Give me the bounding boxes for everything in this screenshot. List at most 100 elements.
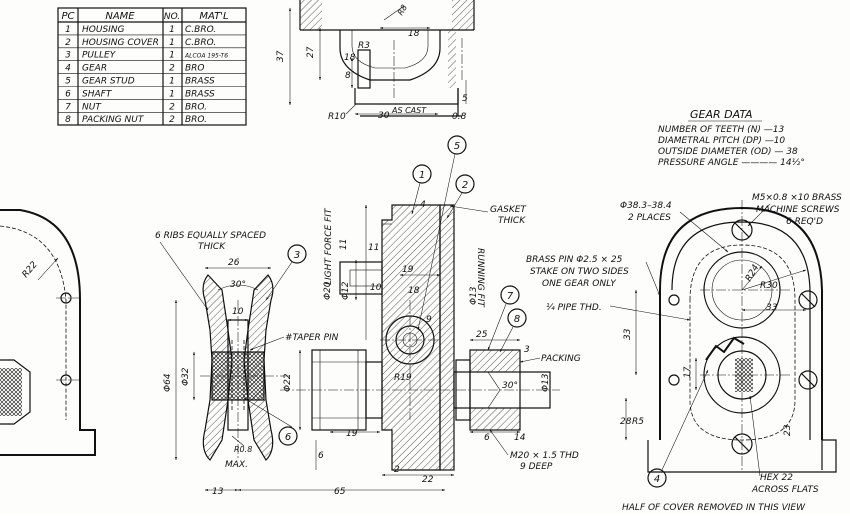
note-gasket-thick: THICK <box>498 216 526 226</box>
table-cell-matl: BRO. <box>185 115 207 125</box>
dim-phi13c: Φ13 <box>541 373 551 392</box>
dim-3: 3 <box>524 345 530 355</box>
dim-11b: 11 <box>368 243 379 253</box>
dim-33-vertical: 33 <box>623 328 633 340</box>
dim-r5: R5 <box>632 417 644 427</box>
balloon-8: 8 <box>499 308 527 353</box>
table-cell-name: SHAFT <box>82 89 113 99</box>
table-row: 7 NUT 2 BRO. <box>65 102 207 112</box>
table-cell-name: HOUSING <box>82 25 125 35</box>
balloon-4: 4 <box>647 369 709 488</box>
dim-r30: R30 <box>760 281 778 291</box>
dim-phi22: Φ22 <box>283 373 293 392</box>
dim-27: 27 <box>306 46 316 58</box>
dim-30: 30 <box>378 111 390 121</box>
note-across-flats: ACROSS FLATS <box>751 485 819 495</box>
table-header-pc: PC <box>61 11 74 22</box>
note-max: MAX. <box>225 460 248 470</box>
table-cell-no: 2 <box>169 115 175 125</box>
table-cell-pc: 4 <box>65 64 71 74</box>
table-cell-pc: 2 <box>65 38 71 48</box>
dim-phi12: Φ12 <box>341 281 351 300</box>
dim-2: 2 <box>394 465 400 475</box>
left-partial-housing-view: R22 <box>0 209 96 456</box>
gear-data-line-2: DIAMETRAL PITCH (DP) —10 <box>658 136 785 146</box>
dim-25: 25 <box>476 330 488 340</box>
dim-r3: R3 <box>358 41 370 51</box>
balloon-3-label: 3 <box>294 250 300 261</box>
balloon-6: 6 <box>243 397 298 446</box>
table-header-name: NAME <box>105 11 135 22</box>
balloon-1-label: 1 <box>419 170 425 181</box>
dim-18-top: 18 <box>408 29 420 39</box>
dim-19b: 19 <box>346 429 358 439</box>
dim-23: 23 <box>783 424 793 436</box>
dim-phi13b: Φ13 <box>469 286 479 305</box>
note-half-cover-removed: HALF OF COVER REMOVED IN THIS VIEW <box>622 503 806 513</box>
table-cell-matl: C.BRO. <box>185 38 216 48</box>
table-cell-no: 1 <box>169 25 175 35</box>
dim-r24: R24 <box>744 263 762 284</box>
note-packing: PACKING <box>541 354 581 364</box>
note-hex-22: HEX 22 <box>760 473 793 483</box>
note-ribs: 6 RIBS EQUALLY SPACED <box>155 231 266 241</box>
balloon-8-label: 8 <box>514 314 520 325</box>
table-cell-matl: BRASS <box>185 77 215 87</box>
gear-data-line-3: OUTSIDE DIAMETER (OD) — 38 <box>658 147 798 157</box>
note-running-fit: RUNNING FIT <box>475 248 485 308</box>
table-cell-name: NUT <box>82 102 102 112</box>
dim-14: 14 <box>514 433 526 443</box>
table-cell-matl: BRO. <box>185 102 207 112</box>
dim-37: 37 <box>276 50 286 62</box>
dim-r19: R19 <box>394 373 412 383</box>
table-cell-name: GEAR <box>82 64 107 74</box>
note-ribs-thick: THICK <box>198 242 226 252</box>
table-cell-matl: C.BRO. <box>185 25 216 35</box>
balloon-7-label: 7 <box>507 291 514 302</box>
gear-data-block: GEAR DATA NUMBER OF TEETH (N) —13 DIAMET… <box>658 108 805 168</box>
table-cell-no: 1 <box>169 51 175 61</box>
dim-30b-deg: 30° <box>502 381 518 391</box>
balloon-4-label: 4 <box>654 474 660 485</box>
dim-11a: 11 <box>339 239 349 250</box>
balloon-1: 1 <box>411 164 432 215</box>
balloon-2: 2 <box>446 174 475 219</box>
table-cell-no: 2 <box>169 64 175 74</box>
dim-28: 28 <box>620 417 632 427</box>
table-cell-name: PACKING NUT <box>82 115 145 125</box>
dim-5: 5 <box>462 94 468 104</box>
dim-8: 8 <box>345 71 351 81</box>
note-screws-1: M5×0.8 ×10 BRASS <box>752 193 842 203</box>
table-cell-matl: BRO <box>185 64 205 74</box>
note-brass-pin-2: STAKE ON TWO SIDES <box>530 267 629 277</box>
balloon-5: 5 <box>417 135 467 331</box>
table-header-no: NO. <box>164 12 180 22</box>
table-cell-pc: 6 <box>65 89 71 99</box>
note-gasket: GASKET <box>490 205 527 215</box>
note-bore-2: 2 PLACES <box>628 213 671 223</box>
table-row: 4 GEAR 2 BRO <box>65 64 204 74</box>
dim-phi64: Φ64 <box>163 373 173 392</box>
dim-26: 26 <box>228 258 240 268</box>
note-as-cast: AS CAST <box>391 106 427 115</box>
table-cell-no: 2 <box>169 102 175 112</box>
table-cell-name: PULLEY <box>82 51 117 61</box>
dim-33-horizontal: 33 <box>766 303 778 313</box>
dim-19a: 19 <box>402 265 414 275</box>
table-cell-matl: BRASS <box>185 89 215 99</box>
dim-65: 65 <box>334 487 346 497</box>
note-screws-3: 6 REQ'D <box>786 217 823 227</box>
gear-data-title: GEAR DATA <box>690 108 753 121</box>
table-cell-pc: 3 <box>65 51 71 61</box>
center-section-view: 11 11 Φ20 Φ12 LIGHT FORCE FIT 4 19 10 18… <box>280 200 691 485</box>
balloon-7: 7 <box>487 285 520 351</box>
table-cell-pc: 5 <box>65 77 71 87</box>
table-cell-pc: 7 <box>65 102 71 112</box>
dim-13: 13 <box>212 487 224 497</box>
